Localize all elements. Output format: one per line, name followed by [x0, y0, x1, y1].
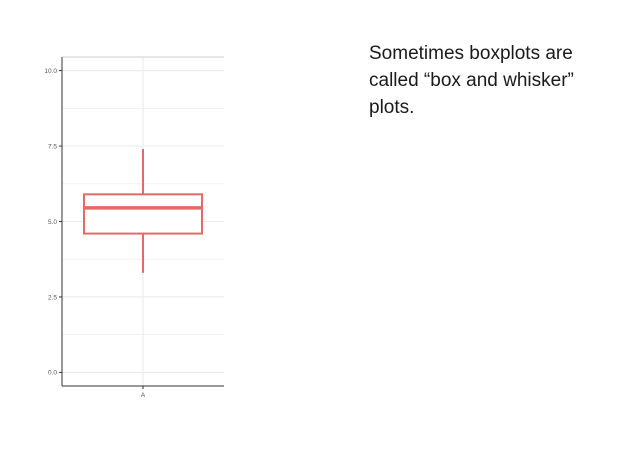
box-marks — [83, 149, 203, 273]
y-tick-label: 2.5 — [48, 294, 57, 301]
x-tick-label: A — [141, 392, 146, 399]
iqr-box — [83, 193, 203, 235]
tick-labels: 0.0 2.5 5.0 7.5 10.0A — [44, 68, 145, 399]
y-tick-label: 10.0 — [44, 68, 57, 75]
y-tick-label: 0.0 — [48, 370, 57, 377]
y-tick-label: 7.5 — [48, 143, 57, 150]
y-tick-label: 5.0 — [48, 219, 57, 226]
slide-caption: Sometimes boxplots are called “box and w… — [369, 43, 574, 118]
